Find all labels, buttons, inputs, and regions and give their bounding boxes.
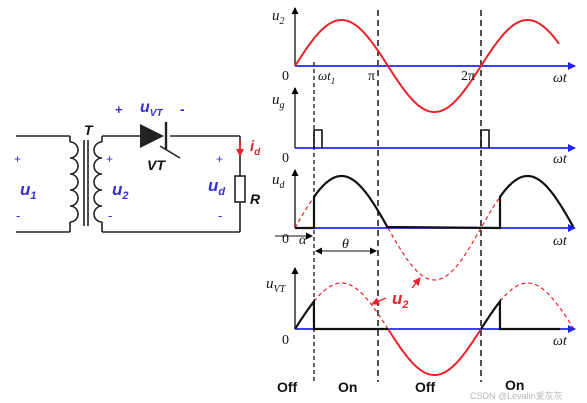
panel-3-origin: 0 xyxy=(282,232,289,247)
ud-plus-sign: + xyxy=(216,152,223,166)
circuit: T VT R + - u1 + - u2 + - uVT + - ud id xyxy=(14,99,261,233)
panel-1-axes xyxy=(291,7,576,70)
tick-pi-label: π xyxy=(368,69,375,84)
state-label-off-1: Off xyxy=(277,379,298,395)
transformer-label: T xyxy=(84,122,94,138)
panel-4-origin: 0 xyxy=(282,333,289,348)
gate-pulse-2 xyxy=(480,129,490,148)
uvt-plus-sign: + xyxy=(115,102,123,117)
u2-annotation-arrow-1 xyxy=(371,297,387,305)
secondary-coil xyxy=(93,136,103,232)
panel-4-ylabel: uVT xyxy=(266,276,287,295)
ud-label: ud xyxy=(208,176,225,198)
u1-label: u1 xyxy=(20,180,37,202)
thyristor-label: VT xyxy=(147,157,166,173)
panel-1-xlabel: ωt xyxy=(553,71,568,86)
gate-pulse-1 xyxy=(313,129,323,148)
alpha-label: α xyxy=(299,233,307,248)
ud-dashed-u2-reference xyxy=(294,196,500,281)
state-label-on-2: On xyxy=(505,377,524,393)
ud-output-curve xyxy=(295,174,575,230)
theta-label: θ xyxy=(342,237,349,252)
u2-sine-wave xyxy=(294,19,560,113)
thyristor-symbol xyxy=(140,122,181,159)
panel-4-xlabel: ωt xyxy=(553,334,568,349)
panel-3-axes xyxy=(291,169,576,232)
state-label-on-1: On xyxy=(338,379,357,395)
panel-3-xlabel: ωt xyxy=(553,234,568,249)
panel-2-origin: 0 xyxy=(282,151,289,166)
resistor-symbol xyxy=(234,175,246,203)
u1-minus-sign: - xyxy=(16,208,20,223)
uvt-blocking-curve xyxy=(294,298,560,331)
u1-plus-sign: + xyxy=(14,152,21,166)
u2-annotation-arrow-2 xyxy=(411,277,421,289)
id-label: id xyxy=(250,138,261,158)
watermark: CSDN @Levalin爱灰灰 xyxy=(470,390,563,401)
panel-3-ylabel: ud xyxy=(272,172,286,191)
panel-4-axes xyxy=(291,267,576,333)
panel-2-ylabel: ug xyxy=(272,92,285,111)
u2-plus-sign: + xyxy=(106,152,113,166)
state-label-off-2: Off xyxy=(415,379,436,395)
uvt-dashed-u2-reference xyxy=(313,282,574,329)
panel-1-origin: 0 xyxy=(282,69,289,84)
u2-minus-sign: - xyxy=(108,208,112,223)
ud-minus-sign: - xyxy=(218,208,222,223)
uvt-minus-sign: - xyxy=(180,101,185,117)
tick-2pi-label: 2π xyxy=(461,69,475,84)
u2-label: u2 xyxy=(112,180,129,202)
primary-coil xyxy=(69,136,79,232)
resistor-label: R xyxy=(250,191,261,207)
uvt-label: uVT xyxy=(140,99,163,119)
u2-annotation: u2 xyxy=(392,289,409,311)
panel-2-xlabel: ωt xyxy=(553,152,568,167)
tick-wt1-label: ωt1 xyxy=(318,68,335,86)
waveform-panels: u2 ug ud uVT ωt ωt ωt ωt 0 0 0 0 ωt1 π 2… xyxy=(266,7,576,401)
panel-2-axes xyxy=(291,87,576,152)
uvt-negative-curve xyxy=(387,328,482,376)
gate-pulses xyxy=(313,129,490,148)
panel-1-ylabel: u2 xyxy=(272,8,285,27)
